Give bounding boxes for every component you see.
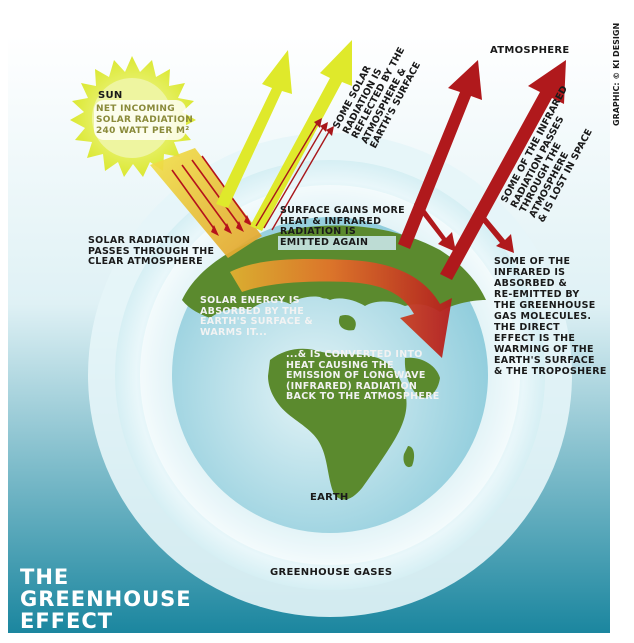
infrared-escape-arrows	[398, 60, 566, 280]
emitted-again-highlight	[278, 236, 396, 250]
reflected-thin-red-arrows	[255, 121, 331, 231]
surface-gains-label: SURFACE GAINS MORE HEAT & INFRARED RADIA…	[280, 205, 405, 248]
diagram-title: THE GREENHOUSE EFFECT	[20, 565, 192, 633]
converted-label: ...& IS CONVERTED INTO HEAT CAUSING THE …	[286, 349, 440, 402]
heat-emission-arrow	[230, 259, 452, 358]
earth-label: EARTH	[310, 492, 349, 503]
greenhouse-gases-label: GREENHOUSE GASES	[270, 567, 393, 578]
graphic-credit: GRAPHIC: © KI DESIGN	[612, 22, 621, 126]
reflected-solar-arrows	[216, 40, 352, 231]
passes-through-label: SOLAR RADIATION PASSES THROUGH THE CLEAR…	[88, 235, 215, 267]
incoming-solar-beam	[150, 148, 262, 258]
sun-label: SUN	[98, 90, 123, 101]
net-incoming-bubble	[94, 100, 186, 140]
atmosphere-label: ATMOSPHERE	[490, 45, 570, 56]
reemitted-label: SOME OF THE INFRARED IS ABSORBED & RE-EM…	[494, 256, 607, 377]
absorbed-label: SOLAR ENERGY IS ABSORBED BY THE EARTH'S …	[200, 295, 313, 338]
net-incoming-radiation-label: NET INCOMING SOLAR RADIATION 240 WATT PE…	[96, 104, 194, 136]
